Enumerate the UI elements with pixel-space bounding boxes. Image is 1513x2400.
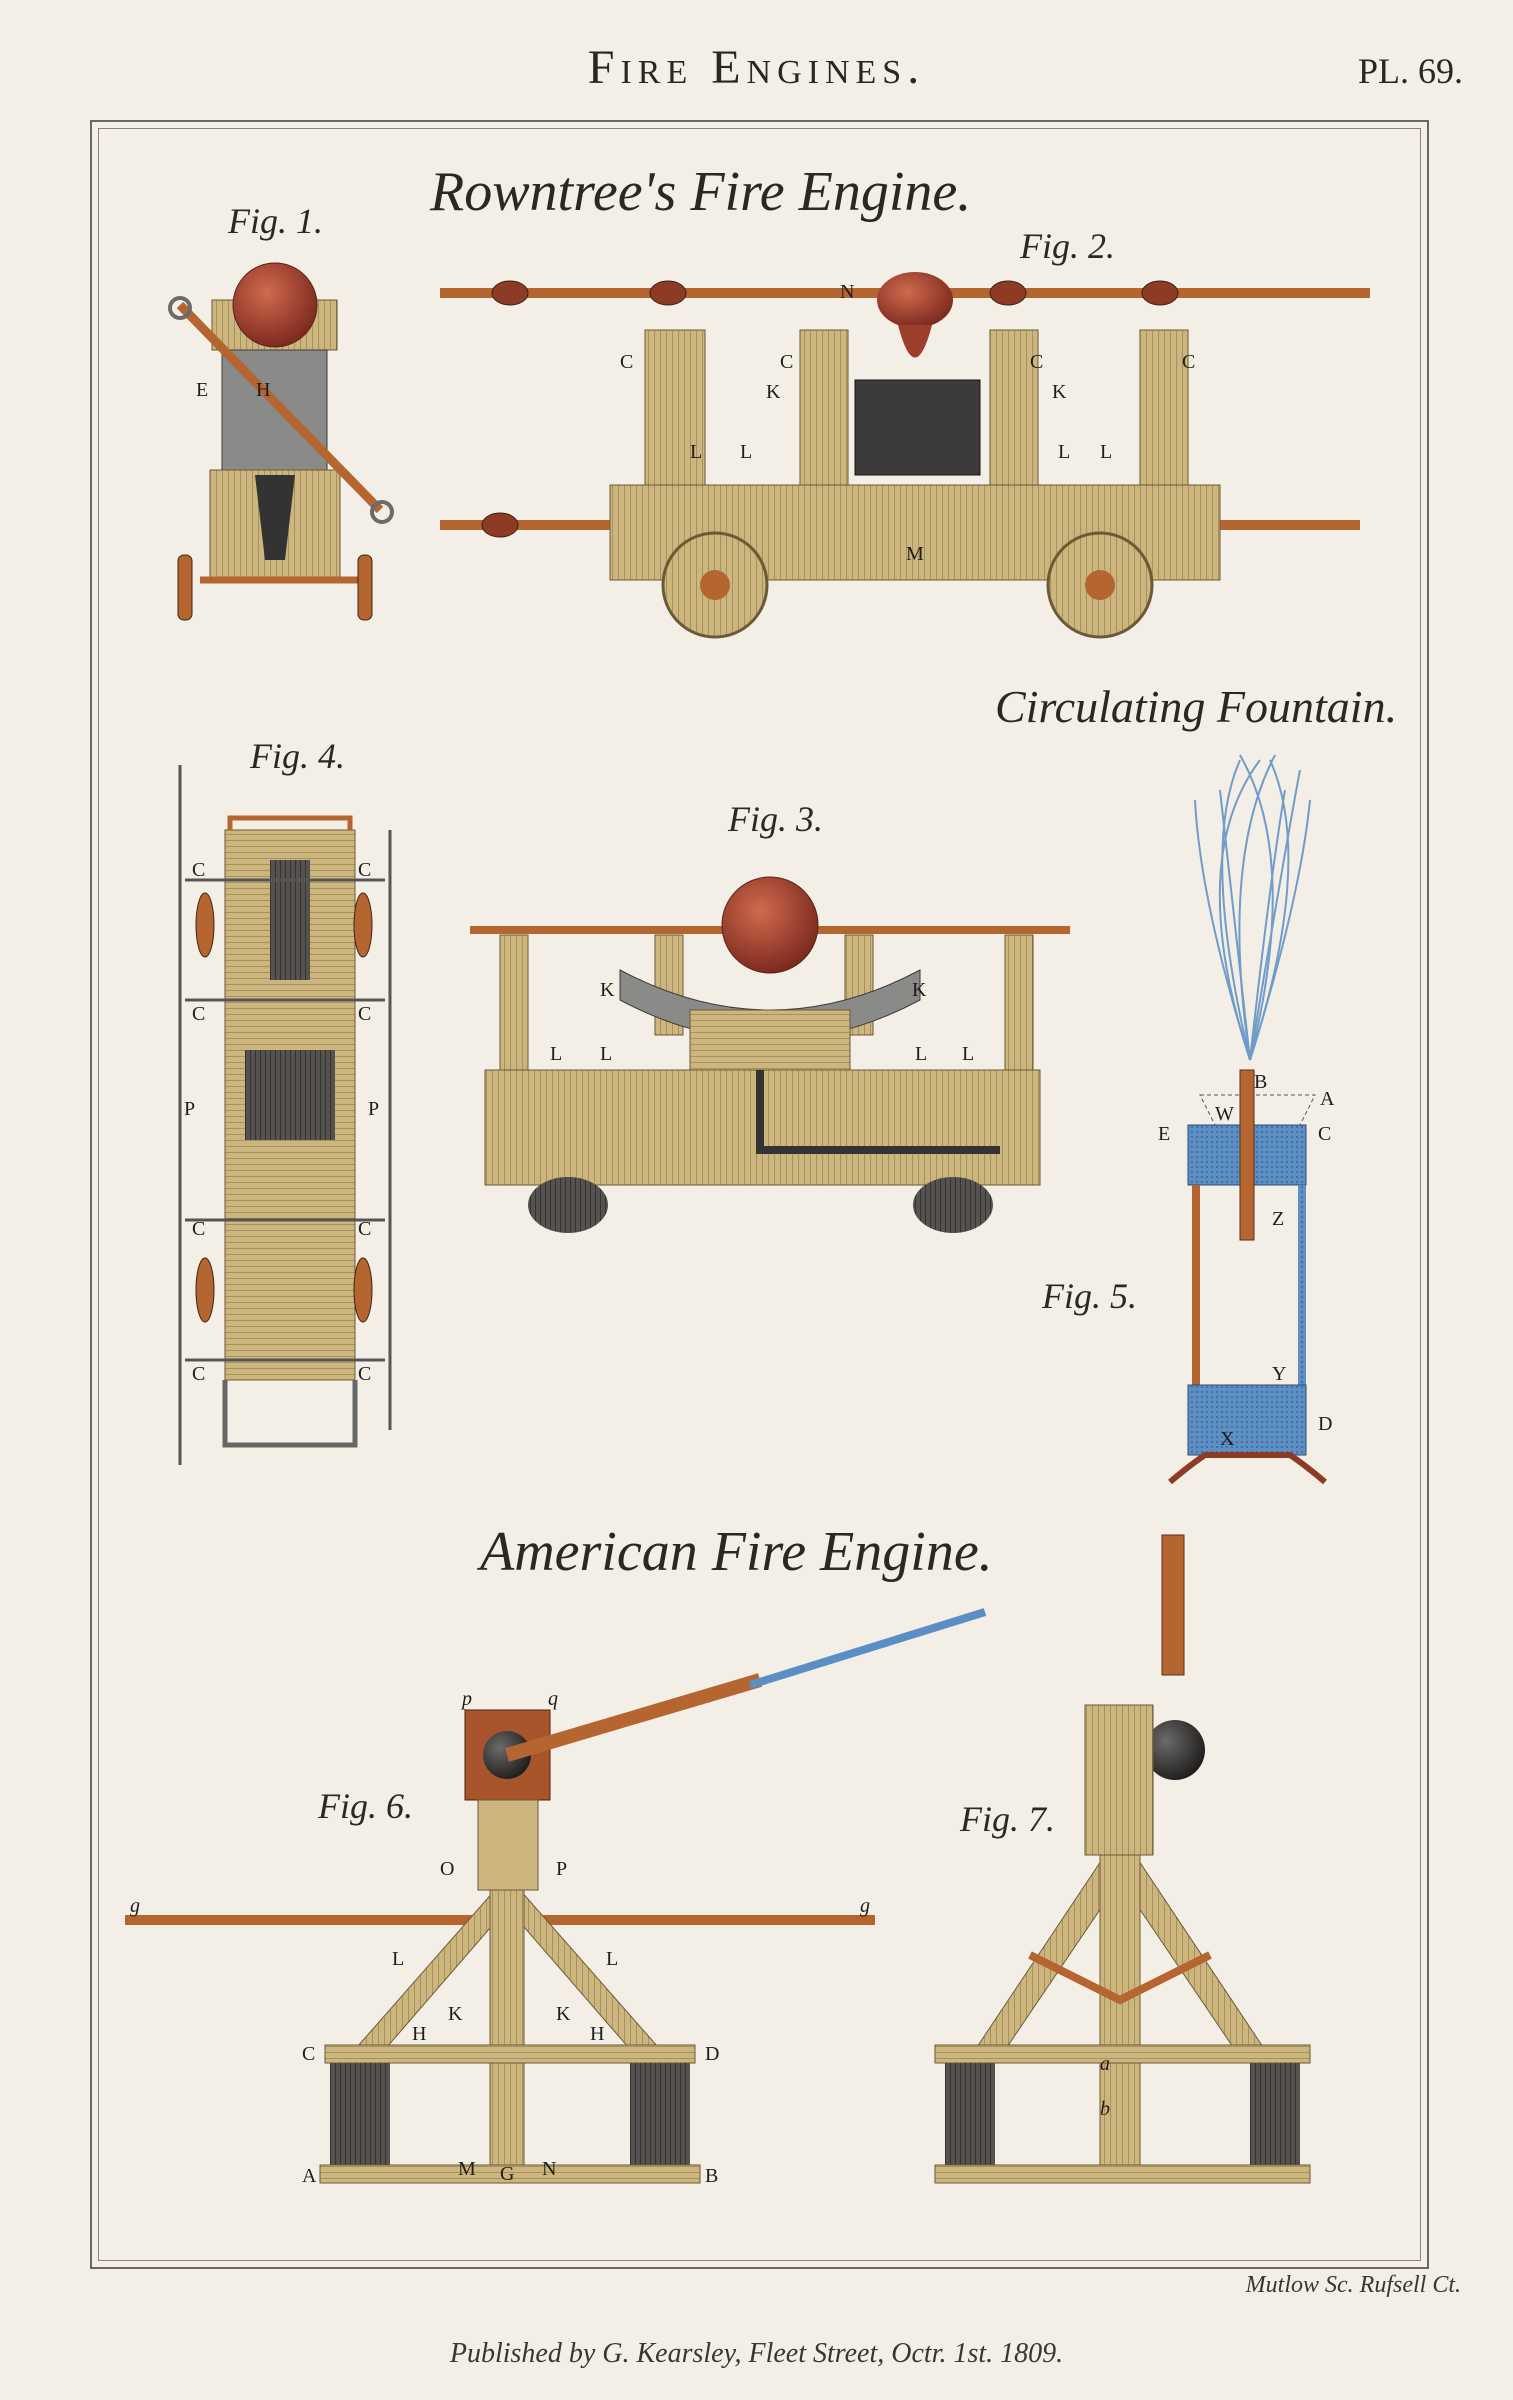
svg-text:b: b [1100,2098,1110,2120]
plate-number: PL. 69. [1357,51,1463,91]
svg-text:C: C [358,1218,371,1240]
caption-american: American Fire Engine. [480,1521,993,1583]
svg-text:L: L [392,1948,404,1970]
svg-text:L: L [600,1043,612,1065]
fig-4-label: Fig. 4. [250,736,345,776]
svg-text:C: C [1030,351,1043,373]
fig-6-label: Fig. 6. [318,1786,413,1826]
svg-text:H: H [590,2023,604,2045]
svg-text:P: P [184,1098,195,1120]
svg-text:D: D [1318,1413,1332,1435]
svg-text:E: E [196,379,208,401]
svg-text:K: K [600,979,615,1001]
svg-text:C: C [358,859,371,881]
caption-rowntree: Rowntree's Fire Engine. [430,161,972,223]
svg-text:C: C [358,1363,371,1385]
fig-3-drawing: K K L L L L [470,876,1070,1233]
svg-text:C: C [192,1003,205,1025]
svg-text:C: C [358,1003,371,1025]
svg-text:K: K [766,381,781,403]
svg-text:L: L [915,1043,927,1065]
fig-7-label: Fig. 7. [960,1799,1055,1839]
svg-text:C: C [192,859,205,881]
fig-1-label: Fig. 1. [228,201,323,241]
fig-2-drawing: C C C C K K L L L L N M [440,272,1370,639]
svg-text:H: H [256,379,270,401]
svg-text:L: L [606,1948,618,1970]
svg-text:Z: Z [1272,1208,1284,1230]
plate-border [90,120,1429,2269]
svg-text:L: L [1100,441,1112,463]
svg-text:D: D [705,2043,719,2065]
svg-text:A: A [302,2165,317,2187]
svg-text:C: C [620,351,633,373]
svg-text:p: p [460,1688,472,1710]
svg-text:W: W [1215,1103,1234,1125]
svg-text:B: B [1254,1071,1267,1093]
svg-text:q: q [548,1688,558,1710]
caption-fountain: Circulating Fountain. [995,681,1398,732]
svg-text:N: N [542,2158,556,2180]
svg-text:E: E [1158,1123,1170,1145]
svg-text:L: L [1058,441,1070,463]
svg-text:g: g [130,1895,140,1917]
svg-text:Y: Y [1272,1363,1286,1385]
svg-text:N: N [840,281,854,303]
svg-text:X: X [1220,1428,1235,1450]
svg-text:K: K [1052,381,1067,403]
fig-4-drawing: C C C C P P C C C C [178,765,392,1465]
fig-3-label: Fig. 3. [728,799,823,839]
fig-5-label: Fig. 5. [1042,1276,1137,1316]
fig-2-label: Fig. 2. [1020,226,1115,266]
fig-6-drawing: g g p q O P L L K K H H C D A B M G N [125,1608,987,2187]
svg-text:L: L [740,441,752,463]
svg-text:P: P [556,1858,567,1880]
svg-text:B: B [705,2165,718,2187]
svg-text:G: G [500,2163,514,2185]
svg-text:L: L [550,1043,562,1065]
svg-text:M: M [906,543,924,565]
svg-text:C: C [1318,1123,1331,1145]
svg-text:L: L [690,441,702,463]
svg-text:L: L [962,1043,974,1065]
plate-title: Fire Engines. [587,41,926,94]
svg-text:g: g [860,1895,870,1917]
svg-text:M: M [458,2158,476,2180]
publisher-imprint: Published by G. Kearsley, Fleet Street, … [449,2338,1064,2369]
svg-text:K: K [912,979,927,1001]
svg-text:C: C [302,2043,315,2065]
svg-text:a: a [1100,2053,1110,2075]
svg-text:C: C [1182,351,1195,373]
svg-text:P: P [368,1098,379,1120]
svg-text:C: C [192,1218,205,1240]
svg-text:C: C [192,1363,205,1385]
svg-text:K: K [556,2003,571,2025]
fig-5-drawing: E W B A C Z Y D X [1158,754,1335,1485]
fig-1-drawing: E H [168,262,394,621]
svg-text:H: H [412,2023,426,2045]
svg-text:K: K [448,2003,463,2025]
svg-text:A: A [1320,1088,1335,1110]
engraver-credit: Mutlow Sc. Rufsell Ct. [1245,2272,1461,2298]
svg-text:C: C [780,351,793,373]
fig-7-drawing: ab [934,1534,1311,2184]
svg-text:O: O [440,1858,454,1880]
